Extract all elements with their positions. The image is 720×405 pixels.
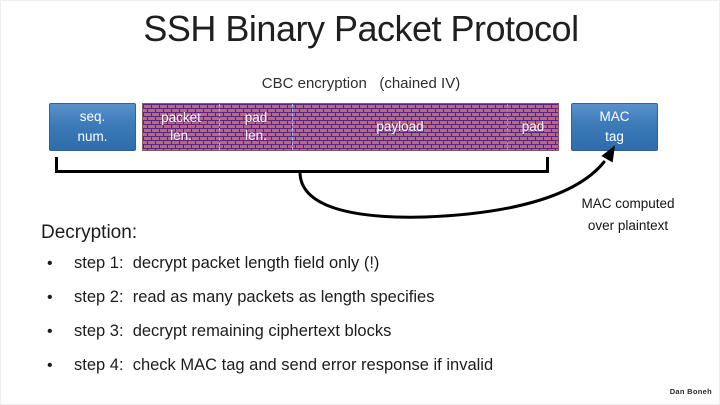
seq-num-label-line2: num. <box>77 129 108 144</box>
underbrace-tick-left <box>55 157 58 173</box>
encrypted-packet-region: packet len. pad len. payload pad <box>142 103 559 151</box>
mac-tag-label-line2: tag <box>605 129 624 144</box>
segment-packet-len: packet len. <box>143 104 219 150</box>
decryption-heading: Decryption: <box>41 222 138 243</box>
pad-label: pad <box>521 119 545 135</box>
step-3-item: step 3: decrypt remaining ciphertext blo… <box>47 321 493 342</box>
pad-len-label-line2: len. <box>245 128 267 143</box>
step-1-text: step 1: decrypt packet length field only… <box>74 254 380 272</box>
mac-annotation-line1: MAC computed <box>581 196 675 211</box>
footer-credit: Dan Boneh <box>669 387 712 396</box>
step-4-item: step 4: check MAC tag and send error res… <box>47 355 493 376</box>
seq-num-label-line1: seq. <box>79 109 106 125</box>
underbrace-line <box>55 170 549 173</box>
slide-subtitle: CBC encryption (chained IV) <box>261 75 461 92</box>
page-title: SSH Binary Packet Protocol <box>143 8 579 49</box>
mac-tag-box: MAC tag <box>571 103 658 151</box>
payload-label: payload <box>376 119 424 135</box>
step-2-item: step 2: read as many packets as length s… <box>47 287 493 308</box>
pad-len-label-line1: pad <box>244 110 268 126</box>
packet-len-label-line2: len. <box>170 128 192 143</box>
mac-tag-label-line1: MAC <box>599 109 630 125</box>
step-4-text: step 4: check MAC tag and send error res… <box>74 356 494 374</box>
step-2-text: step 2: read as many packets as length s… <box>74 288 435 306</box>
underbrace-tick-right <box>546 157 549 173</box>
mac-annotation: MAC computed over plaintext <box>553 193 703 236</box>
seq-num-box: seq. num. <box>49 103 136 151</box>
mac-annotation-line2: over plaintext <box>587 217 669 233</box>
decryption-steps-list: step 1: decrypt packet length field only… <box>47 253 493 389</box>
segment-pad-len: pad len. <box>219 104 292 150</box>
step-1-item: step 1: decrypt packet length field only… <box>47 253 493 274</box>
packet-len-label-line1: packet <box>161 110 201 126</box>
segment-pad: pad <box>507 104 558 150</box>
segment-payload: payload <box>292 104 507 150</box>
step-3-text: step 3: decrypt remaining ciphertext blo… <box>74 322 392 340</box>
